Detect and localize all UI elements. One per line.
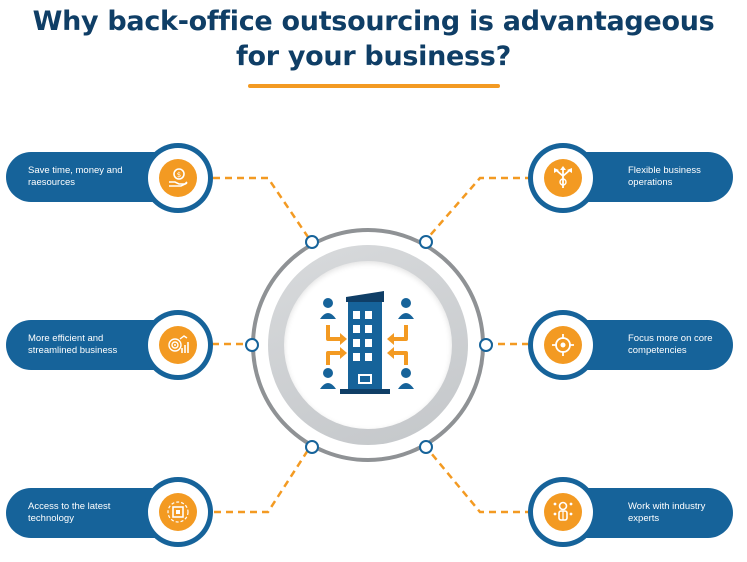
office-building-outsourcing-icon bbox=[320, 291, 414, 394]
expert-person-icon bbox=[553, 501, 573, 521]
title-line-2: for your business? bbox=[236, 41, 511, 72]
connector-top-right bbox=[425, 176, 532, 241]
benefit-badge-efficient bbox=[143, 310, 213, 380]
benefit-badge-save-time: $ bbox=[143, 143, 213, 213]
hub-node-bottom-right bbox=[419, 440, 433, 454]
hub-node-left bbox=[245, 338, 259, 352]
benefit-badge-core-competencies bbox=[528, 310, 598, 380]
benefit-label: More efficient and streamlined business bbox=[28, 333, 118, 356]
benefit-label: Flexible business operations bbox=[628, 165, 701, 188]
microchip-icon bbox=[167, 501, 189, 523]
title-line-1: Why back-office outsourcing is advantage… bbox=[32, 6, 715, 37]
target-chart-icon bbox=[168, 335, 189, 353]
connector-top-left bbox=[213, 176, 312, 241]
benefit-label: Work with industry experts bbox=[628, 501, 706, 524]
benefit-label: Access to the latest technology bbox=[28, 501, 111, 524]
hub-node-right bbox=[479, 338, 493, 352]
page-title: Why back-office outsourcing is advantage… bbox=[0, 4, 747, 74]
hub-node-top-right bbox=[419, 235, 433, 249]
benefit-label: Save time, money and raesources bbox=[28, 165, 123, 188]
coin-hand-icon: $ bbox=[169, 168, 188, 187]
crosshair-icon bbox=[552, 334, 574, 356]
connector-bottom-right bbox=[425, 446, 532, 514]
connector-bottom-left bbox=[214, 446, 312, 514]
svg-text:$: $ bbox=[177, 171, 181, 179]
directions-icon bbox=[554, 166, 572, 188]
title-underline bbox=[248, 84, 500, 88]
benefit-badge-technology bbox=[143, 477, 213, 547]
benefit-badge-flexible bbox=[528, 143, 598, 213]
benefit-badge-experts bbox=[528, 477, 598, 547]
hub-node-top-left bbox=[305, 235, 319, 249]
hub-node-bottom-left bbox=[305, 440, 319, 454]
benefit-label: Focus more on core competencies bbox=[628, 333, 713, 356]
